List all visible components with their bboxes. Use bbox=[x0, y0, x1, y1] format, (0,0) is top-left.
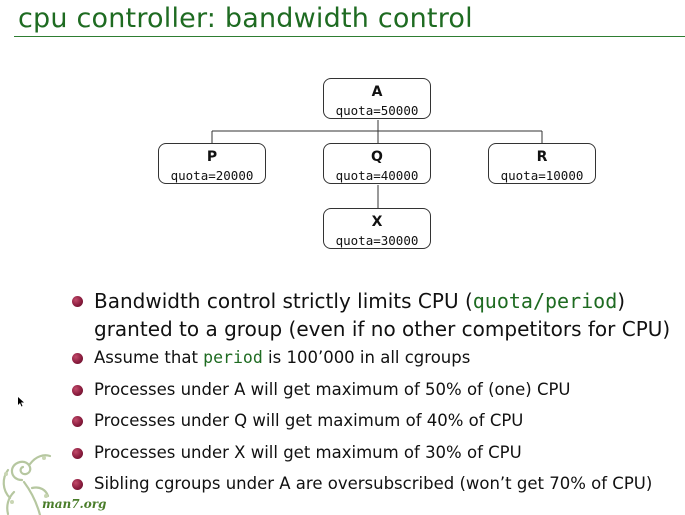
bullet-oversubscribed: Sibling cgroups under A are oversubscrib… bbox=[72, 473, 670, 495]
node-a: A quota=50000 bbox=[323, 78, 431, 119]
bullet-dot-icon bbox=[72, 353, 83, 364]
bullet-q-max: Processes under Q will get maximum of 40… bbox=[72, 410, 670, 432]
slide-title: cpu controller: bandwidth control bbox=[18, 3, 473, 34]
title-divider bbox=[14, 36, 685, 37]
bullet-line: granted to a group (even if no other com… bbox=[94, 317, 671, 341]
node-r-name: R bbox=[536, 149, 548, 165]
fern-logo-icon bbox=[2, 454, 52, 515]
bullet-list: Bandwidth control strictly limits CPU (q… bbox=[72, 287, 670, 505]
bullet-dot-icon bbox=[72, 416, 83, 427]
bullet-text: Bandwidth control strictly limits CPU ( bbox=[94, 289, 473, 313]
mouse-cursor-icon bbox=[18, 397, 24, 407]
bullet-text: Sibling cgroups under A are oversubscrib… bbox=[94, 474, 653, 493]
bullet-dot-icon bbox=[72, 479, 83, 490]
bullet-period: Assume that period is 100’000 in all cgr… bbox=[72, 347, 670, 369]
bullet-text: Processes under X will get maximum of 30… bbox=[94, 442, 522, 462]
man7-logo-text: man7.org bbox=[42, 497, 107, 511]
bullet-dot-icon bbox=[72, 447, 83, 459]
bullet-text: Processes under A will get maximum of 50… bbox=[94, 379, 571, 399]
tree-connectors bbox=[211, 120, 543, 208]
node-a-name: A bbox=[371, 84, 383, 100]
node-a-quota: quota=50000 bbox=[335, 103, 419, 118]
node-r: R quota=10000 bbox=[488, 143, 596, 184]
bullet-bandwidth-control: Bandwidth control strictly limits CPU (q… bbox=[72, 287, 670, 343]
bullet-x-max: Processes under X will get maximum of 30… bbox=[72, 442, 670, 464]
node-q: Q quota=40000 bbox=[323, 143, 431, 184]
bullet-text: Processes under Q will get maximum of 40… bbox=[94, 411, 524, 430]
node-q-name: Q bbox=[371, 149, 383, 165]
code-period: period bbox=[203, 348, 263, 367]
node-p-name: P bbox=[206, 149, 218, 165]
bullet-dot-icon bbox=[72, 296, 83, 307]
node-r-quota: quota=10000 bbox=[500, 168, 584, 183]
code-quota-period: quota/period bbox=[472, 289, 618, 313]
bullet-text: is 100’000 in all cgroups bbox=[262, 348, 471, 367]
node-x-quota: quota=30000 bbox=[335, 233, 419, 248]
bullet-a-max: Processes under A will get maximum of 50… bbox=[72, 379, 670, 401]
node-p: P quota=20000 bbox=[158, 143, 266, 184]
bullet-text: ) bbox=[617, 289, 626, 313]
node-x: X quota=30000 bbox=[323, 208, 431, 249]
node-p-quota: quota=20000 bbox=[170, 168, 254, 183]
bullet-line: Bandwidth control strictly limits CPU (q… bbox=[94, 287, 670, 315]
bullet-text: Assume that bbox=[94, 348, 204, 367]
bullet-dot-icon bbox=[72, 384, 83, 396]
node-q-quota: quota=40000 bbox=[335, 168, 419, 183]
node-x-name: X bbox=[371, 214, 383, 230]
